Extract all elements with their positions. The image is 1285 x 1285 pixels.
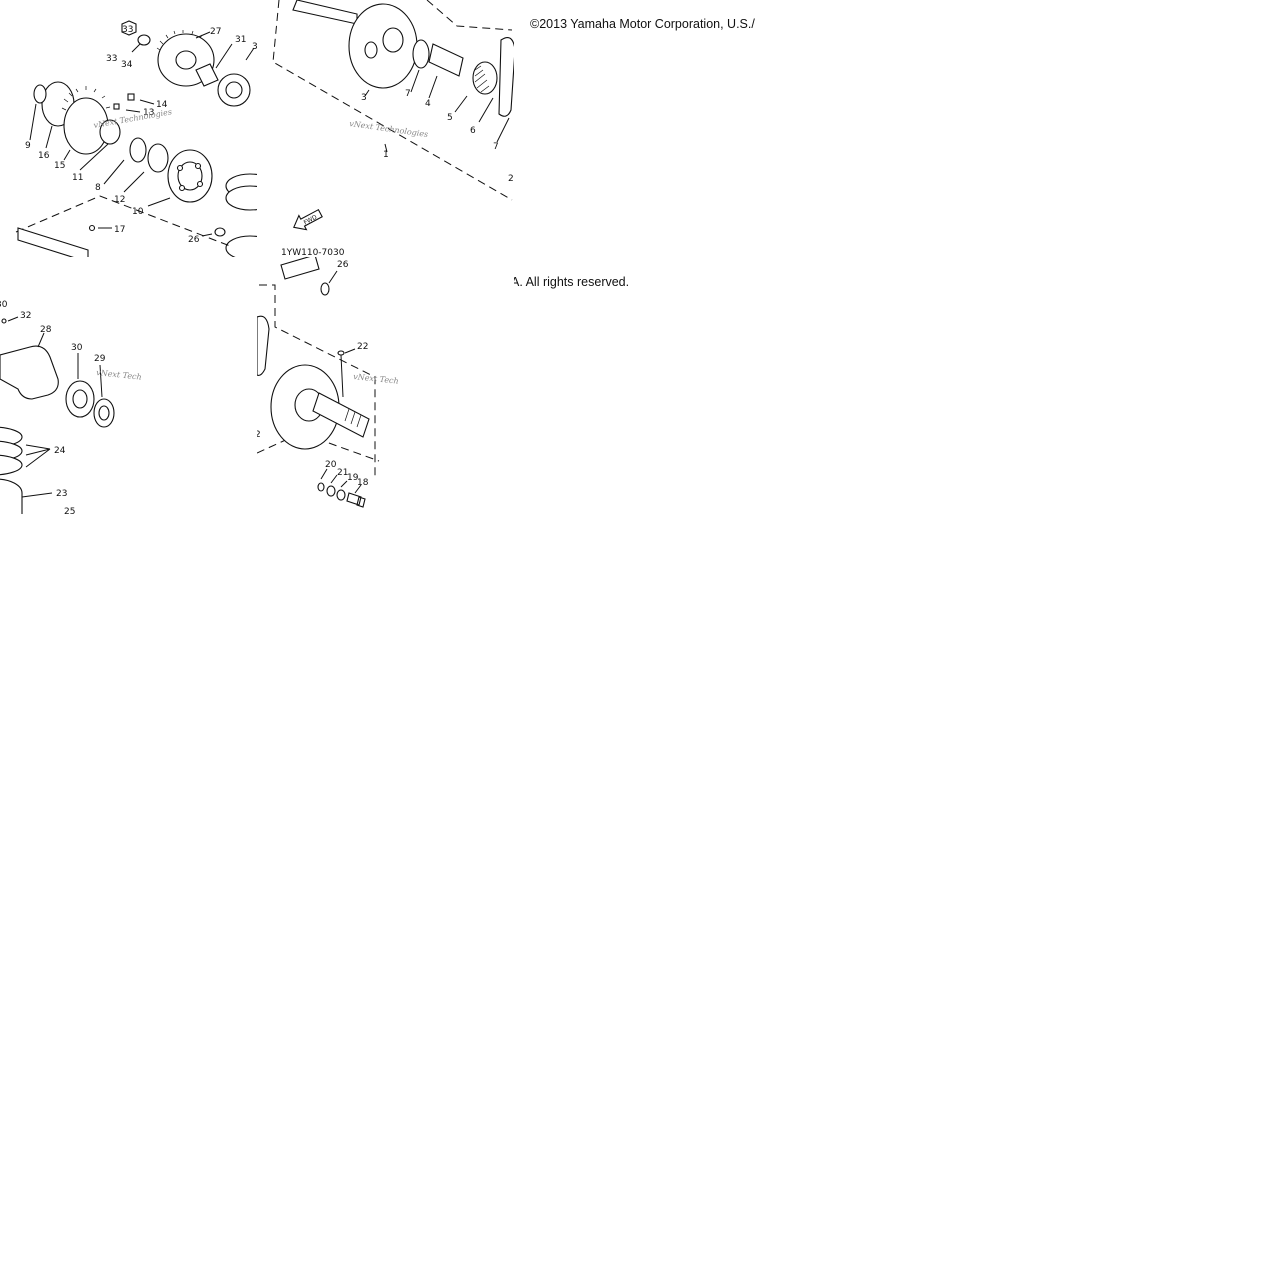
callout-3: 3 bbox=[252, 42, 257, 52]
callout-17: 17 bbox=[114, 225, 125, 235]
callout-9: 9 bbox=[25, 141, 31, 151]
callout-18: 18 bbox=[357, 478, 369, 488]
diagram-tile-top-middle: 3 7 4 5 6 7 1 2 vNext Technologies FWD 1… bbox=[257, 0, 514, 257]
crankshaft-drawing: 3 7 4 5 6 7 1 2 vNext Technologies FWD 1… bbox=[272, 0, 514, 257]
callout-15: 15 bbox=[54, 161, 65, 171]
callout-30: 30 bbox=[71, 343, 83, 353]
balancer-drawing: 30 32 28 30 29 24 23 25 vNext Tech bbox=[0, 300, 142, 514]
callout-4: 4 bbox=[425, 99, 431, 109]
washer-part bbox=[326, 485, 336, 497]
diagram-tile-top-left: 33 33 34 27 31 3 14 13 9 16 15 11 8 12 1… bbox=[0, 0, 257, 257]
callout-20: 20 bbox=[325, 460, 337, 470]
callout-31: 31 bbox=[235, 35, 246, 45]
callout-12: 12 bbox=[114, 195, 125, 205]
callout-10: 10 bbox=[132, 207, 144, 217]
piston-pin-part bbox=[280, 257, 320, 280]
washer-part bbox=[336, 489, 346, 501]
callout-7: 7 bbox=[405, 89, 411, 99]
callout-30: 30 bbox=[0, 300, 8, 310]
copyright-text-start: ©2013 Yamaha Motor Corporation, U.S./ bbox=[530, 17, 755, 31]
callout-1: 1 bbox=[383, 150, 389, 160]
oring-part bbox=[317, 482, 325, 492]
bolt-part bbox=[346, 492, 366, 508]
callout-33-b: 33 bbox=[106, 54, 117, 64]
part-number-label: 1YW110-7030 bbox=[281, 248, 345, 257]
copyright-text-end: A. All rights reserved. bbox=[514, 275, 630, 289]
callout-7: 7 bbox=[493, 142, 499, 152]
callout-27: 27 bbox=[210, 27, 221, 37]
callout-2: 2 bbox=[508, 174, 514, 184]
callout-3: 3 bbox=[361, 93, 367, 103]
crank-shaft-part bbox=[292, 0, 358, 25]
callout-25: 25 bbox=[64, 507, 75, 514]
fwd-arrow-icon: FWD bbox=[293, 208, 323, 231]
crank-web-part bbox=[348, 3, 418, 89]
nut-part bbox=[121, 20, 137, 36]
callout-6: 6 bbox=[470, 126, 476, 136]
callout-16: 16 bbox=[38, 151, 50, 161]
circlip-part bbox=[320, 282, 330, 296]
crank-pin-part bbox=[428, 43, 464, 77]
balancer-shaft-part bbox=[0, 345, 59, 400]
watermark: vNext Tech bbox=[353, 372, 399, 386]
callout-2: 2 bbox=[257, 430, 261, 440]
callout-34: 34 bbox=[121, 60, 133, 70]
watermark: vNext Technologies bbox=[349, 119, 429, 139]
callout-32: 32 bbox=[20, 311, 31, 321]
callout-23: 23 bbox=[56, 489, 67, 499]
shaft-part bbox=[17, 227, 89, 257]
callout-29: 29 bbox=[94, 354, 106, 364]
exploded-view-drawing: 33 33 34 27 31 3 14 13 9 16 15 11 8 12 1… bbox=[15, 20, 257, 257]
callout-11: 11 bbox=[72, 173, 83, 183]
callout-14: 14 bbox=[156, 100, 168, 110]
clip-part bbox=[33, 84, 47, 104]
spacer-part bbox=[195, 63, 219, 87]
thrust-washer-part bbox=[412, 39, 430, 69]
diagram-tile-bottom-middle: 26 22 2 20 21 19 18 vNext Tech bbox=[257, 257, 514, 514]
crank-left-drawing: 26 22 2 20 21 19 18 vNext Tech bbox=[257, 257, 399, 508]
watermark: vNext Tech bbox=[96, 368, 142, 382]
copyright-tile-bottom: A. All rights reserved. bbox=[514, 257, 771, 514]
callout-22: 22 bbox=[357, 342, 368, 352]
callout-13: 13 bbox=[143, 108, 154, 118]
washer-part bbox=[137, 34, 151, 46]
callout-26: 26 bbox=[188, 235, 200, 245]
callout-21: 21 bbox=[337, 468, 348, 478]
con-rod-part bbox=[498, 37, 514, 117]
callout-19: 19 bbox=[347, 473, 359, 483]
callout-8: 8 bbox=[95, 183, 101, 193]
crank-shaft-part bbox=[312, 392, 370, 438]
diagram-tile-bottom-left: 30 32 28 30 29 24 23 25 vNext Tech bbox=[0, 257, 257, 514]
callout-28: 28 bbox=[40, 325, 52, 335]
callout-5: 5 bbox=[447, 113, 453, 123]
callout-26: 26 bbox=[337, 260, 349, 270]
copyright-tile-top: ©2013 Yamaha Motor Corporation, U.S./ bbox=[514, 0, 771, 257]
callout-33: 33 bbox=[122, 25, 133, 35]
callout-24: 24 bbox=[54, 446, 66, 456]
